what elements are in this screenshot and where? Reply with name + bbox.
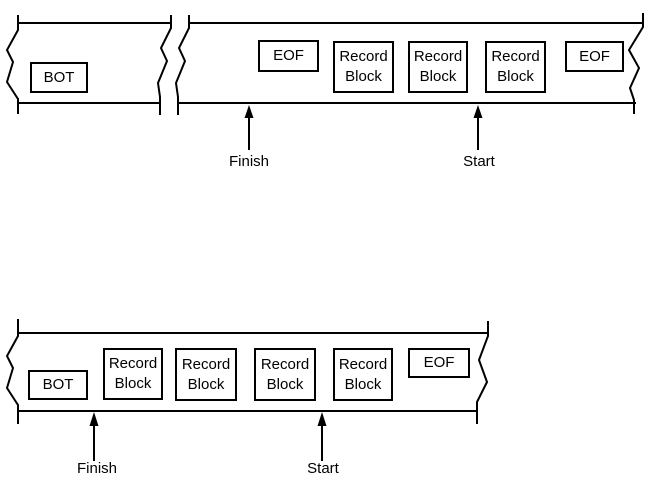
finish-label: Finish xyxy=(228,153,270,170)
start-label: Start xyxy=(307,460,339,477)
eof-block: EOF xyxy=(258,40,319,72)
bottom-tape-torn-edge-left xyxy=(5,319,19,424)
start-label: Start xyxy=(463,153,495,170)
top-tape-torn-edge-right xyxy=(627,13,644,114)
record-block: Record Block xyxy=(333,348,393,401)
record-block: Record Block xyxy=(254,348,316,401)
record-block: Record Block xyxy=(333,41,394,93)
top-finish-pointer-arrow xyxy=(244,105,254,150)
bottom-tape-torn-edge-right xyxy=(476,321,489,424)
bottom-finish-pointer-arrow xyxy=(89,412,99,461)
eof-block: EOF xyxy=(565,41,624,72)
eof-block: EOF xyxy=(408,348,470,378)
finish-label: Finish xyxy=(76,460,118,477)
top-tape-torn-edge-left xyxy=(5,15,19,114)
record-block: Record Block xyxy=(103,348,163,400)
record-block: Record Block xyxy=(485,41,546,93)
top-start-pointer-arrow xyxy=(473,105,483,150)
bot-block: BOT xyxy=(30,62,88,93)
top-tape-break-mark-right xyxy=(174,15,190,115)
record-block: Record Block xyxy=(175,348,237,401)
top-tape-break-mark-left xyxy=(156,15,172,115)
bot-block: BOT xyxy=(28,370,88,400)
record-block: Record Block xyxy=(408,41,468,93)
bottom-start-pointer-arrow xyxy=(317,412,327,461)
